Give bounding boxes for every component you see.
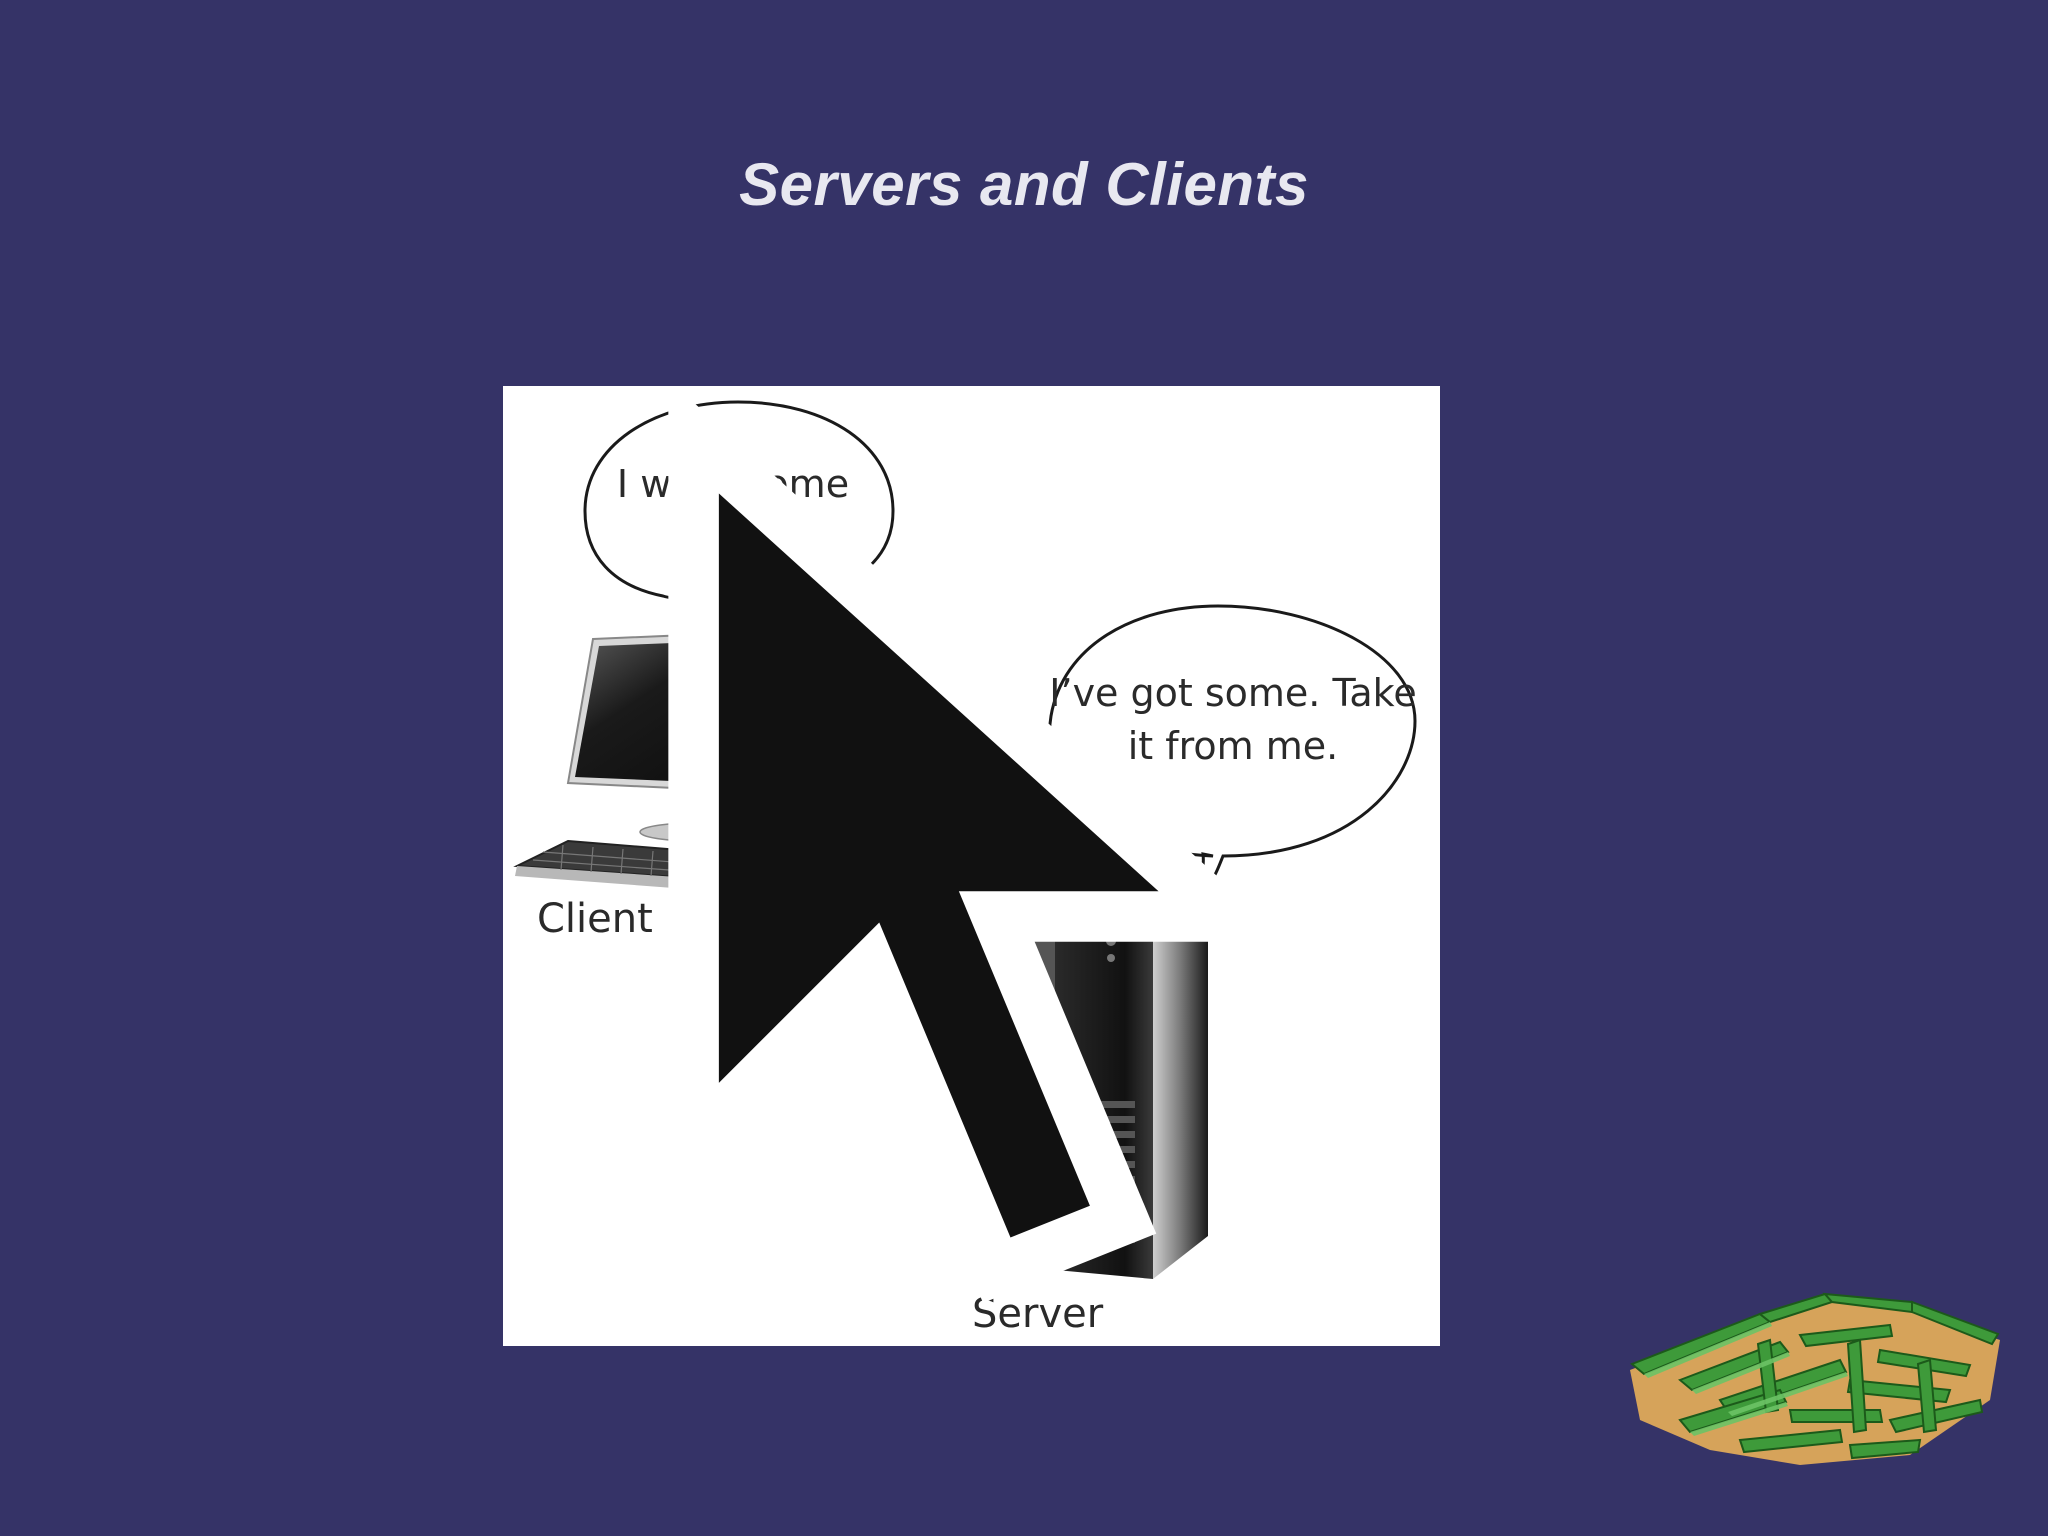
server-label: Server (972, 1291, 1104, 1337)
slide-title: Servers and Clients (739, 151, 1309, 218)
mouse-pointer-icon (668, 386, 1290, 1303)
client-label: Client (537, 896, 653, 942)
maze-icon (1630, 1292, 2000, 1465)
client-server-figure: I want some music. I’ve got some. Take i… (503, 386, 1440, 1346)
server-speech-text: I’ve got some. Take it from me. (1049, 671, 1417, 768)
